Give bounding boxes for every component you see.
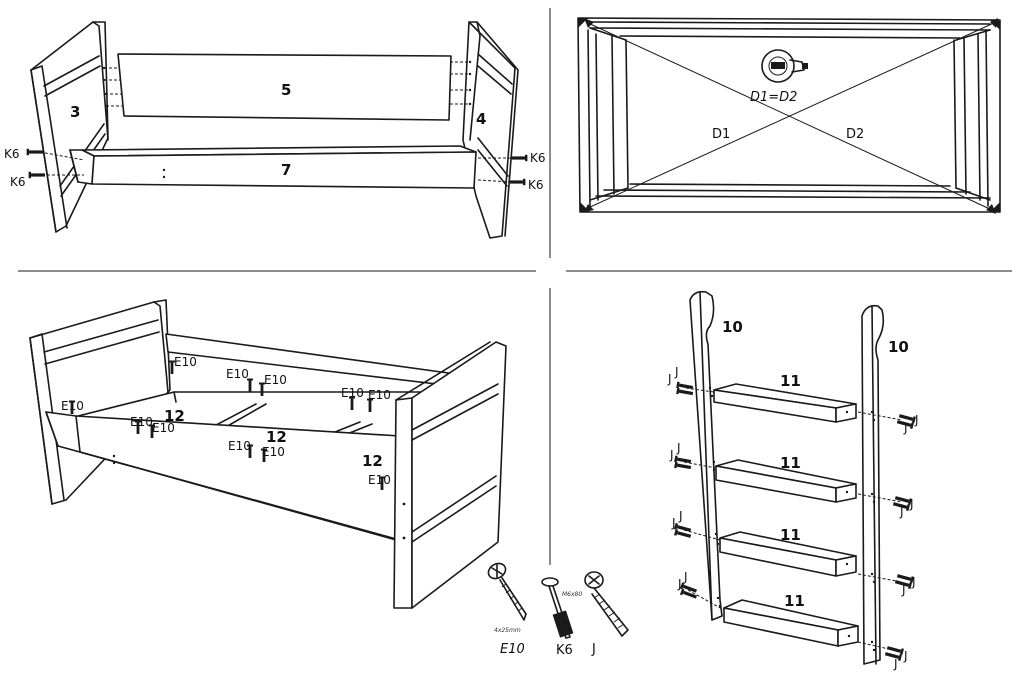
screw-label-e10: E10 [174,355,197,369]
bolt-label-j: J [903,421,908,435]
slat-label-12: 12 [266,428,287,446]
hardware-legend: 4x25mm E10 M6x80 K6 J [487,562,629,658]
bolt-label-j: J [914,413,919,427]
ladder-step [715,459,857,503]
bed-right-end [393,341,507,609]
bolt-j-icon [857,410,916,662]
bolt-size-k6: M6x80 [562,591,582,598]
bolt-k6-legend-icon [541,577,574,639]
equal-diagonals-label: D1=D2 [750,90,797,105]
bolt-label-j: J [678,509,683,523]
screw-size-e10: 4x25mm [494,627,521,634]
legend-label-e10: E10 [500,642,525,657]
bolt-j-legend-icon [584,571,629,637]
ladder-step [713,383,857,423]
slat-label-12: 12 [362,452,383,470]
rail-label-10: 10 [888,338,909,356]
ladder-right-rail [861,304,885,665]
step2-square-check: D1=D2 D1 D2 [577,17,1001,214]
bolt-label-j: J [909,497,914,511]
bolt-label-j: J [901,583,906,597]
tape-measure-icon [761,49,808,83]
part-label-5: 5 [281,81,291,99]
bed-left-end [29,299,171,505]
screw-label-e10: E10 [228,439,251,453]
bolt-label-j: J [671,516,676,530]
screw-e10-legend-icon [487,562,527,621]
legend-label-k6: K6 [556,643,573,658]
diagonal-label-d1: D1 [712,127,730,142]
part-7-front-rail [39,145,513,189]
screw-label-e10: E10 [368,388,391,402]
screw-label-e10: E10 [341,386,364,400]
screw-label-e10: E10 [264,373,287,387]
screw-label-e10: E10 [368,473,391,487]
frame-top-view [577,17,1001,213]
ladder-left-rail [689,290,723,621]
screw-label-e10: E10 [226,367,249,381]
bolt-label-j: J [677,577,682,591]
bolt-label-j: J [911,575,916,589]
part-5-back-rail [117,53,452,121]
part-label-7: 7 [281,161,291,179]
step3-slat-installation: 12 12 12 E10 E10 E10 E10 E10 E10 E10 E10… [29,299,507,609]
bolt-label-j: J [899,505,904,519]
ladder-step [723,599,859,647]
legend-label-j: J [591,642,596,657]
slat-label-12: 12 [164,407,185,425]
part-label-4: 4 [476,110,486,128]
rail-label-10: 10 [722,318,743,336]
step-label-11: 11 [784,592,805,610]
bolt-label-k6: K6 [4,147,20,161]
bolt-label-j: J [903,649,908,663]
step-label-11: 11 [780,454,801,472]
bolt-label-k6: K6 [530,151,546,165]
step4-ladder-assembly: 10 10 [667,290,919,671]
screw-label-e10: E10 [262,445,285,459]
part-3-left-end [30,21,122,233]
screw-label-e10: E10 [130,415,153,429]
bolt-label-k6: K6 [10,175,26,189]
bolt-label-j: J [669,448,674,462]
part-4-right-end [450,21,519,239]
screw-label-e10: E10 [152,421,175,435]
bolt-label-k6: K6 [528,178,544,192]
bolt-label-j: J [683,570,688,584]
part-label-3: 3 [70,103,80,121]
ladder-step [719,531,857,577]
bed-back-rail [165,333,471,389]
step-label-11: 11 [780,372,801,390]
bolt-label-j: J [676,441,681,455]
step-label-11: 11 [780,526,801,544]
step1-frame-assembly: 3 5 4 [4,21,546,239]
bolt-label-j: J [667,372,672,386]
panel-dividers [18,8,1012,565]
diagonal-label-d2: D2 [846,127,864,142]
bolt-label-j: J [893,657,898,671]
diagonal-lines [584,18,998,214]
bolt-j-icon [674,381,725,611]
screw-label-e10: E10 [61,399,84,413]
bolt-label-j: J [674,365,679,379]
